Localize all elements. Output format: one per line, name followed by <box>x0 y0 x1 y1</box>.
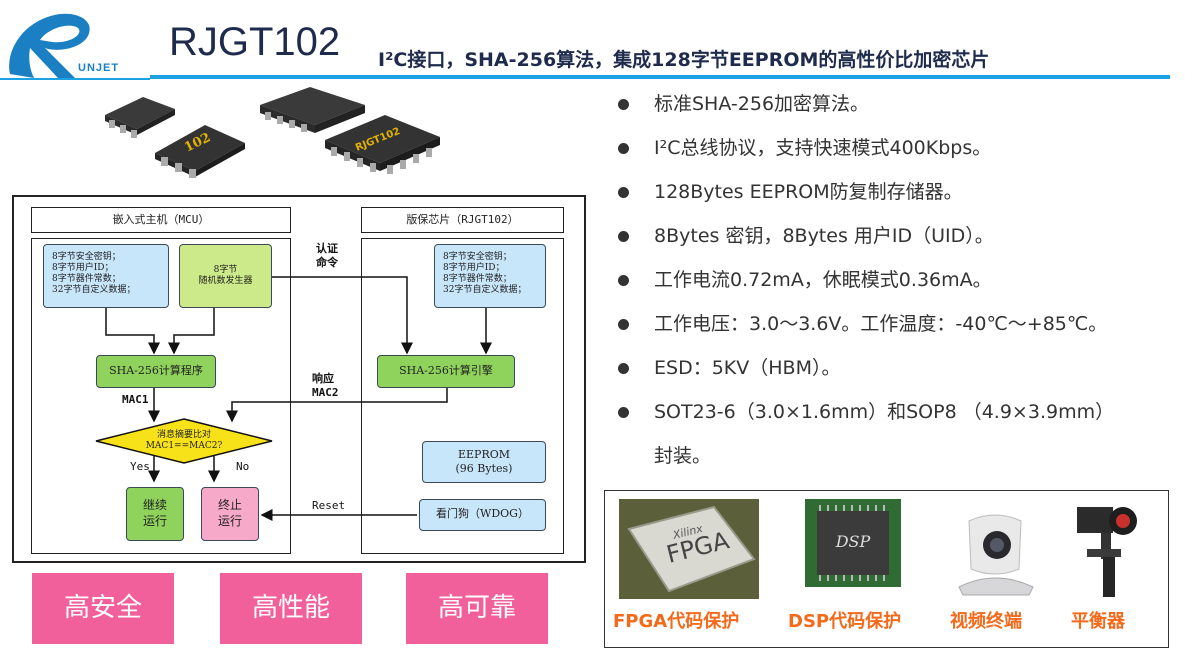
header-divider-left <box>0 78 150 80</box>
auth-cmd-label: 认证命令 <box>316 242 338 269</box>
chip-key-line: 8字节器件常数； <box>443 274 512 284</box>
highlight-security: 高安全 <box>32 573 174 644</box>
chip-photo: 102 RJGT102 <box>95 85 455 190</box>
app-label-gimbal: 平衡器 <box>1071 611 1125 632</box>
sot-chip-top <box>105 97 175 138</box>
chip-keys-box: 8字节安全密钥； 8字节用户ID； 8字节器件常数； 32字节自定义数据； <box>434 244 546 308</box>
yes-label: Yes <box>130 460 150 473</box>
continue-box: 继续运行 <box>126 487 184 541</box>
video-terminal-image <box>949 499 1041 599</box>
rng-box: 8字节 随机数发生器 <box>179 244 272 308</box>
bullet-icon <box>618 275 629 286</box>
bullet-icon <box>618 231 629 242</box>
auth-flow-diagram: 嵌入式主机（MCU） 版保芯片（RJGT102） 8字节安全密钥； 8字节用户I… <box>12 195 586 563</box>
chip-sha-box: SHA-256计算引擎 <box>377 355 515 388</box>
bullet-icon <box>618 407 629 418</box>
host-key-line: 8字节安全密钥； <box>52 252 121 262</box>
app-label-dsp: DSP代码保护 <box>788 611 902 632</box>
no-label: No <box>236 460 250 473</box>
host-key-line: 8字节用户ID； <box>52 263 114 273</box>
host-key-line: 32字节自定义数据； <box>52 285 136 295</box>
dsp-image: DSP <box>805 499 901 587</box>
feature-list: 标准SHA-256加密算法。 I²C总线协议，支持快速模式400Kbps。 12… <box>612 86 1182 482</box>
bullet-icon <box>618 187 629 198</box>
mac1-label: MAC1 <box>122 393 149 406</box>
feature-item: 工作电流0.72mA，休眠模式0.36mA。 <box>612 262 1182 306</box>
stop-box: 终止运行 <box>201 487 259 541</box>
header-divider <box>150 75 1170 79</box>
feature-item: 8Bytes 密钥，8Bytes 用户ID（UID）。 <box>612 218 1182 262</box>
host-key-line: 8字节器件常数； <box>52 274 121 284</box>
page-title: RJGT102 <box>169 20 341 64</box>
page-subtitle: I²C接口，SHA-256算法，集成128字节EEPROM的高性价比加密芯片 <box>378 49 990 71</box>
feature-item-continuation: 封装。 <box>654 445 712 467</box>
bullet-icon <box>618 99 629 110</box>
gimbal-image <box>1063 491 1155 601</box>
compare-diamond <box>95 418 273 464</box>
logo-text: UNJET <box>78 62 120 74</box>
applications-box: Xilinx FPGA DSP <box>604 490 1169 648</box>
app-label-video: 视频终端 <box>950 611 1022 632</box>
feature-item: 工作电压：3.0～3.6V。工作温度：-40℃～+85℃。 <box>612 306 1182 350</box>
runjet-logo: UNJET <box>0 4 150 84</box>
app-label-fpga: FPGA代码保护 <box>613 611 740 632</box>
rng-line: 8字节 <box>213 265 238 275</box>
bullet-icon <box>618 319 629 330</box>
sop-chip-back <box>260 87 365 133</box>
wdog-box: 看门狗（WDOG） <box>419 499 546 531</box>
feature-item: ESD：5KV（HBM）。 <box>612 350 1182 394</box>
chip-title: 版保芯片（RJGT102） <box>361 207 564 233</box>
bullet-icon <box>618 363 629 374</box>
eeprom-box: EEPROM(96 Bytes) <box>422 441 546 483</box>
host-keys-box: 8字节安全密钥； 8字节用户ID； 8字节器件常数； 32字节自定义数据； <box>43 244 169 308</box>
rng-line: 随机数发生器 <box>198 276 253 286</box>
host-sha-box: SHA-256计算程序 <box>96 355 216 388</box>
highlight-performance: 高性能 <box>220 573 362 644</box>
feature-item: I²C总线协议，支持快速模式400Kbps。 <box>612 130 1182 174</box>
chip-key-line: 32字节自定义数据； <box>443 285 527 295</box>
bullet-icon <box>618 143 629 154</box>
sop-chip-front: RJGT102 <box>325 115 440 174</box>
reset-label: Reset <box>312 499 346 512</box>
feature-item: 标准SHA-256加密算法。 <box>612 86 1182 130</box>
feature-item: SOT23-6（3.0×1.6mm）和SOP8 （4.9×3.9mm） <box>612 394 1182 438</box>
fpga-image: Xilinx FPGA <box>619 499 759 599</box>
dsp-text: DSP <box>835 532 871 551</box>
highlight-reliability: 高可靠 <box>406 573 548 644</box>
diagram-connectors <box>95 276 492 521</box>
chip-key-line: 8字节安全密钥； <box>443 252 512 262</box>
sot-chip-102: 102 <box>155 125 245 178</box>
host-title: 嵌入式主机（MCU） <box>31 207 291 233</box>
chip-key-line: 8字节用户ID； <box>443 263 505 273</box>
feature-item: 128Bytes EEPROM防复制存储器。 <box>612 174 1182 218</box>
